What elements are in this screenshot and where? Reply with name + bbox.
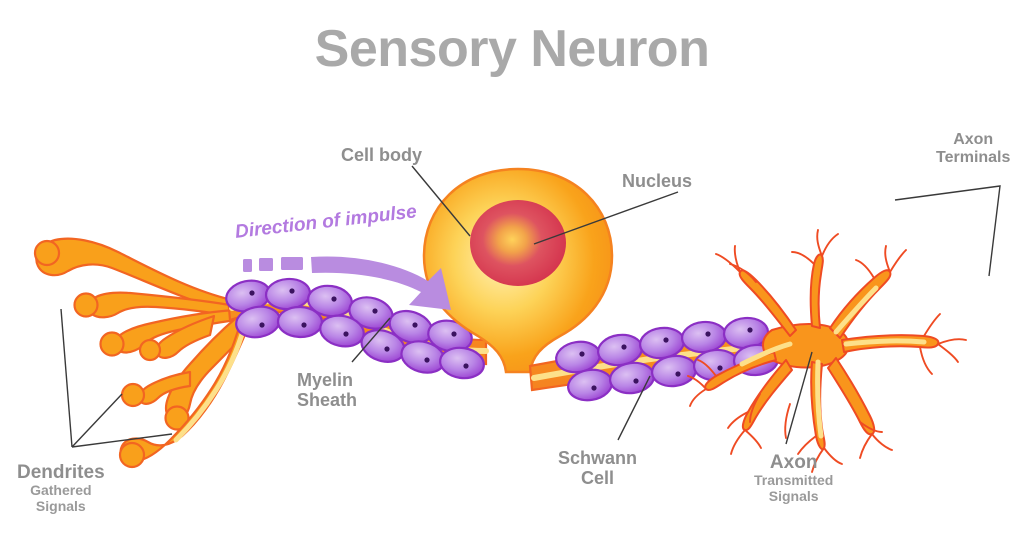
leader-lines — [60, 165, 1001, 448]
dendrites-group — [33, 237, 254, 469]
label-dendrites-sub-line2: Signals — [35, 497, 86, 514]
label-schwann-line2: Cell — [581, 468, 615, 489]
terminal-highlights — [739, 285, 927, 439]
dendrite-tip-6 — [164, 405, 190, 431]
label-schwann-line1: Schwann — [558, 448, 638, 468]
page-title: Sensory Neuron — [314, 20, 710, 78]
myelin-nuclei-left — [249, 288, 469, 369]
label-myelin-sheath: Myelin Sheath — [297, 370, 357, 410]
label-axon-terminals: Axon Terminals — [936, 131, 1010, 167]
dendrite-branch-upper-long — [35, 237, 234, 314]
label-cell-body: Cell body — [341, 145, 422, 165]
dendrite-highlight — [173, 317, 249, 443]
label-dendrites: Dendrites Gathered Signals — [17, 462, 105, 515]
leader-dendrite-1 — [60, 308, 73, 448]
leader-dendrite-2 — [71, 393, 123, 448]
impulse-arrow — [243, 256, 451, 310]
leader-myelin — [351, 317, 391, 363]
label-myelin-line1: Myelin — [297, 370, 354, 390]
label-axon-text: Axon — [769, 452, 818, 473]
terminal-branch-lr — [827, 357, 876, 436]
leader-schwann — [617, 375, 651, 441]
dendrite-tip-1 — [33, 239, 61, 267]
dendrite-tip-2 — [73, 292, 99, 318]
dendrite-tip-3 — [99, 331, 125, 357]
label-nucleus-text: Nucleus — [622, 171, 693, 191]
leader-dendrite-3 — [71, 433, 173, 448]
label-axon: Axon Transmitted Signals — [754, 452, 833, 505]
label-myelin-line2: Sheath — [297, 390, 358, 411]
leader-axon — [785, 351, 813, 445]
myelin-sheath-left — [225, 277, 485, 380]
label-dendrites-sub-line1: Gathered — [30, 482, 92, 499]
terminal-fibers — [687, 229, 967, 473]
label-axon-terminals-line2: Terminals — [936, 148, 1011, 166]
label-cell-body-text: Cell body — [341, 145, 423, 165]
label-axon-sub-line2: Signals — [768, 487, 819, 504]
label-schwann-cell: Schwann Cell — [558, 448, 637, 488]
leader-nucleus — [533, 191, 679, 245]
bracket-axon-terminals — [894, 185, 1001, 277]
label-axon-terminals-line1: Axon — [953, 131, 994, 148]
terminal-branch-up — [809, 253, 824, 329]
dendrite-tip-5 — [120, 382, 146, 408]
label-dendrites-text: Dendrites — [17, 462, 105, 483]
label-nucleus: Nucleus — [622, 171, 692, 191]
dendrite-tip-7 — [118, 441, 146, 469]
nucleus — [470, 200, 566, 286]
label-axon-sub-line1: Transmitted — [754, 472, 834, 489]
dendrite-tip-4 — [138, 338, 162, 362]
leader-cell-body — [411, 165, 471, 237]
